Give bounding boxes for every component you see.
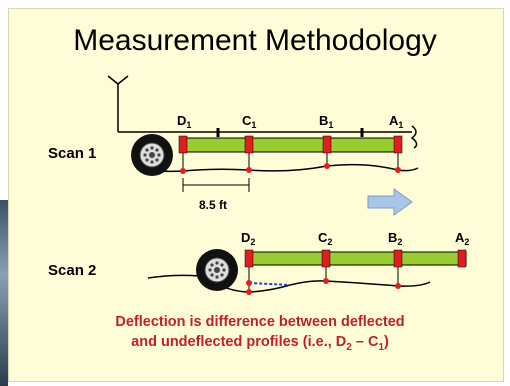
undeflected-profile (248, 282, 291, 286)
sensor-d1 (178, 135, 188, 154)
scan1-sensors (178, 135, 403, 154)
sensor-a1 (393, 135, 403, 154)
scan1-contact-points (180, 163, 401, 174)
scan2-road-profile (147, 274, 431, 293)
sensor-b1 (322, 135, 332, 154)
sensor-c1 (244, 135, 254, 154)
scan2-sensor-label-d: D2 (241, 230, 255, 247)
caption-line-1: Deflection is difference between deflect… (115, 314, 405, 330)
arrow-right-icon (367, 188, 413, 216)
scan1-sensor-label-d: D1 (177, 113, 191, 130)
caption-line-2: and undeflected profiles (i.e., D2 – C1) (131, 334, 389, 353)
distance-marker (182, 178, 250, 192)
scan2-sensor-label-b: B2 (388, 230, 402, 247)
wheel-icon (196, 249, 238, 291)
sensor-b2 (393, 249, 403, 268)
scan2-label: Scan 2 (48, 262, 96, 279)
slide (8, 8, 504, 382)
scan1-beam (183, 137, 401, 153)
sensor-d2 (244, 249, 254, 268)
scan1-label: Scan 1 (48, 145, 96, 162)
slide-title: Measurement Methodology (73, 24, 437, 57)
distance-label: 8.5 ft (199, 198, 227, 212)
scan2-sensor-label-c: C2 (318, 230, 332, 247)
scan2-beam (248, 251, 467, 266)
sensor-c2 (321, 249, 331, 268)
sensor-a2 (457, 249, 467, 268)
scan2-sensor-label-a: A2 (455, 230, 469, 247)
caption: Deflection is difference between deflect… (60, 312, 460, 358)
scan1-sensor-label-c: C1 (242, 113, 256, 130)
wheel-icon (131, 134, 173, 176)
scan1-sensor-label-a: A1 (389, 113, 403, 130)
scan2-contact-points (246, 278, 401, 295)
background-photo-strip (0, 200, 8, 386)
scan1-laser-lines (182, 153, 399, 170)
scan1-sensor-label-b: B1 (319, 113, 333, 130)
